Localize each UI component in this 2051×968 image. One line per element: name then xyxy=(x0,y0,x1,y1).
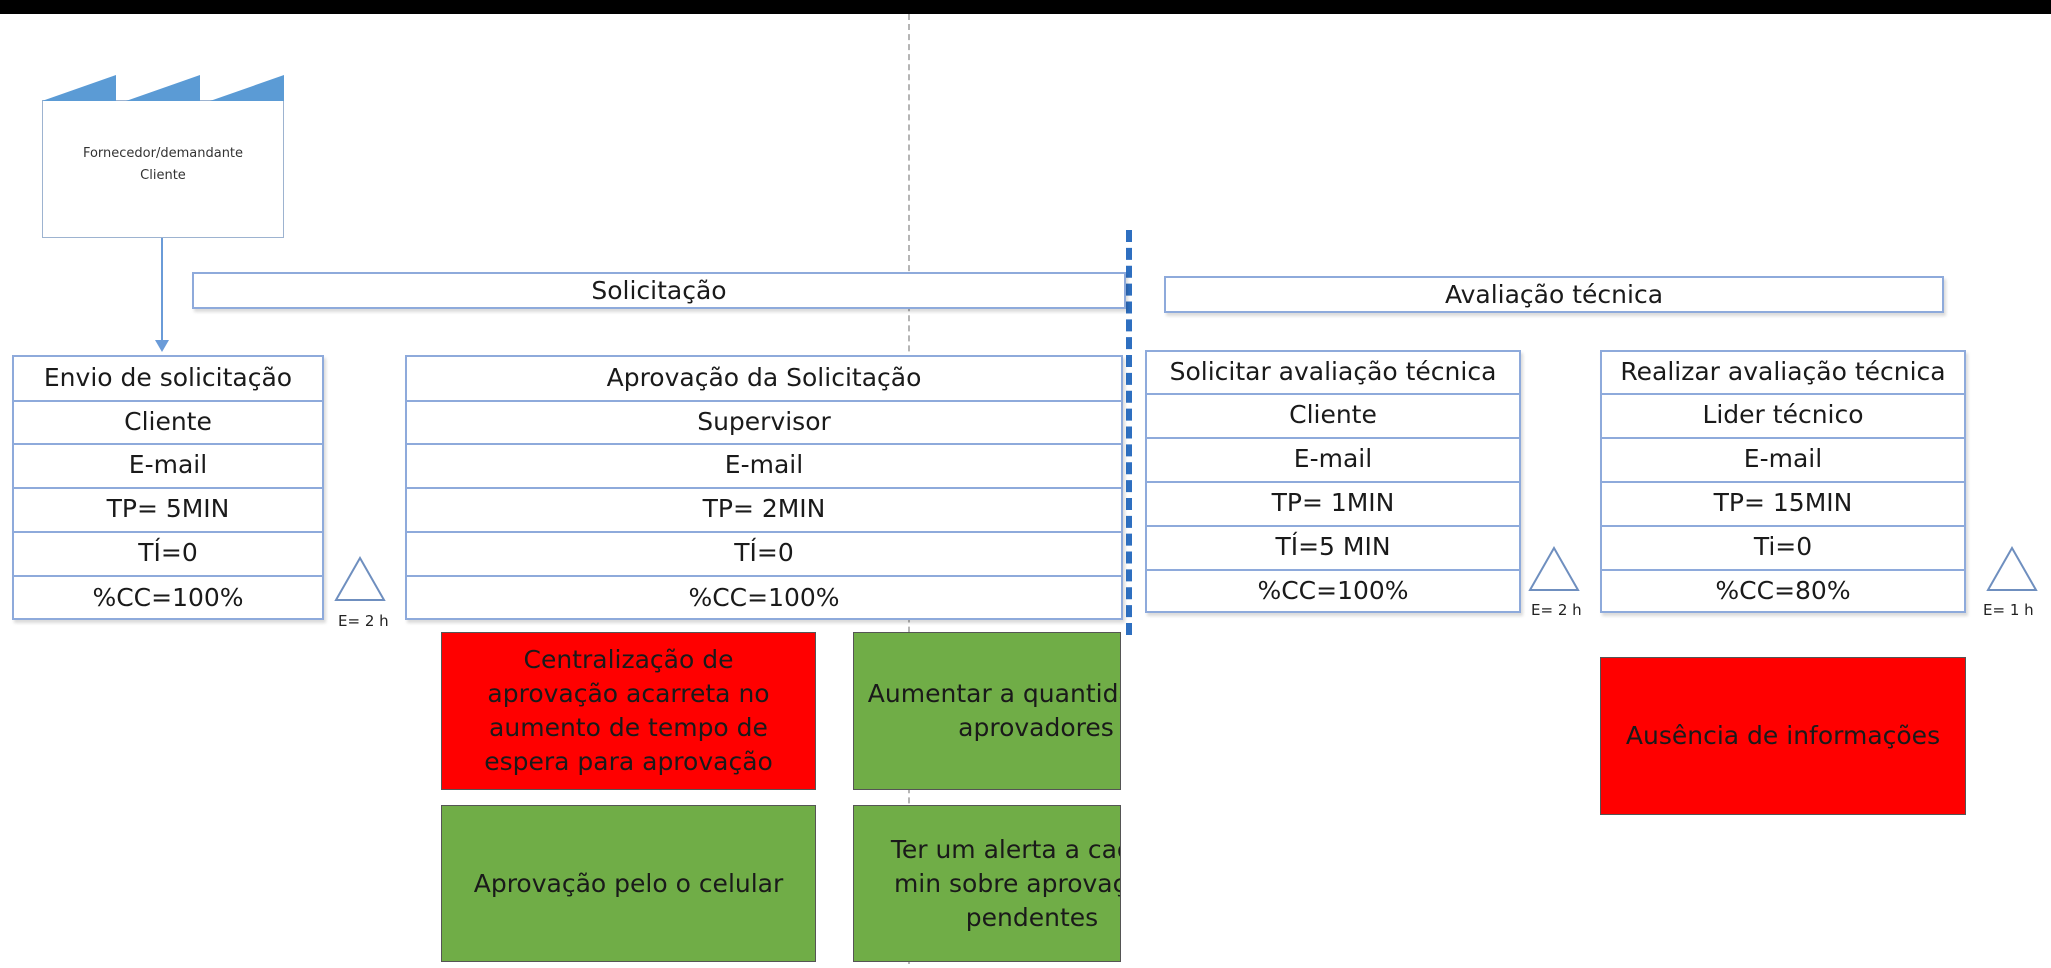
process-cc: %CC=100% xyxy=(688,583,840,612)
supplier-line2: Cliente xyxy=(140,168,186,183)
process-channel: E-mail xyxy=(1147,439,1519,483)
inventory-triangle-icon xyxy=(334,556,386,601)
inventory-triangle-icon xyxy=(1528,546,1580,591)
improvement-note: Ter um alerta a cada X min sobre aprovaç… xyxy=(853,805,1121,962)
arrow-head-icon xyxy=(155,340,169,352)
process-title: Solicitar avaliação técnica xyxy=(1147,352,1519,395)
inventory-label: E= 2 h xyxy=(338,612,389,630)
process-tp: TP= 2MIN xyxy=(407,489,1121,533)
supplier-line1: Fornecedor/demandante xyxy=(82,146,244,161)
process-tp: TP= 1MIN xyxy=(1147,483,1519,527)
note-text: Ausência de informações xyxy=(1625,721,1941,750)
process-channel: E-mail xyxy=(407,445,1121,489)
process-channel: E-mail xyxy=(14,445,322,489)
process-cc: %CC=80% xyxy=(1715,576,1851,605)
process-ti: Ti=0 xyxy=(1602,527,1964,571)
process-title: Aprovação da Solicitação xyxy=(407,357,1121,402)
process-box-realizar-avaliacao: Realizar avaliação técnica Lider técnico… xyxy=(1600,350,1966,613)
process-cc: %CC=100% xyxy=(92,583,244,612)
note-text: Ter um alerta a cada X min sobre aprovaç… xyxy=(890,834,1120,932)
process-ti: TÍ=0 xyxy=(407,533,1121,577)
problem-note: Centralização de aprovação acarreta no a… xyxy=(441,632,816,790)
section-divider xyxy=(1126,230,1132,635)
process-responsible: Supervisor xyxy=(407,402,1121,445)
section-avaliacao: Avaliação técnica xyxy=(1164,276,1944,313)
process-ti: TÍ=5 MIN xyxy=(1147,527,1519,571)
supplier-arrow xyxy=(161,238,163,348)
process-channel: E-mail xyxy=(1602,439,1964,483)
section-solicitacao: Solicitação xyxy=(192,272,1126,309)
process-title: Envio de solicitação xyxy=(14,357,322,402)
process-tp: TP= 5MIN xyxy=(14,489,322,533)
note-text: Aumentar a quantidade de aprovadores xyxy=(867,679,1120,742)
process-box-aprovacao: Aprovação da Solicitação Supervisor E-ma… xyxy=(405,355,1123,620)
process-box-solicitar-avaliacao: Solicitar avaliação técnica Cliente E-ma… xyxy=(1145,350,1521,613)
supplier-factory: Fornecedor/demandante Cliente xyxy=(42,75,284,238)
top-border xyxy=(0,0,2051,14)
process-box-envio: Envio de solicitação Cliente E-mail TP= … xyxy=(12,355,324,620)
inventory-label: E= 1 h xyxy=(1983,601,2034,619)
supplier-label: Fornecedor/demandante Cliente xyxy=(43,143,283,187)
improvement-note: Aumentar a quantidade de aprovadores xyxy=(853,632,1121,790)
process-ti: TÍ=0 xyxy=(14,533,322,577)
factory-roof-icon xyxy=(42,75,284,101)
inventory-label: E= 2 h xyxy=(1531,601,1582,619)
problem-note: Ausência de informações xyxy=(1600,657,1966,815)
note-text: Aprovação pelo o celular xyxy=(473,868,784,898)
process-cc: %CC=100% xyxy=(1257,576,1409,605)
process-responsible: Lider técnico xyxy=(1602,395,1964,439)
process-responsible: Cliente xyxy=(14,402,322,445)
note-text: Centralização de aprovação acarreta no a… xyxy=(484,645,773,776)
process-tp: TP= 15MIN xyxy=(1602,483,1964,527)
process-responsible: Cliente xyxy=(1147,395,1519,439)
process-title: Realizar avaliação técnica xyxy=(1602,352,1964,395)
inventory-triangle-icon xyxy=(1986,546,2038,591)
improvement-note: Aprovação pelo o celular xyxy=(441,805,816,962)
